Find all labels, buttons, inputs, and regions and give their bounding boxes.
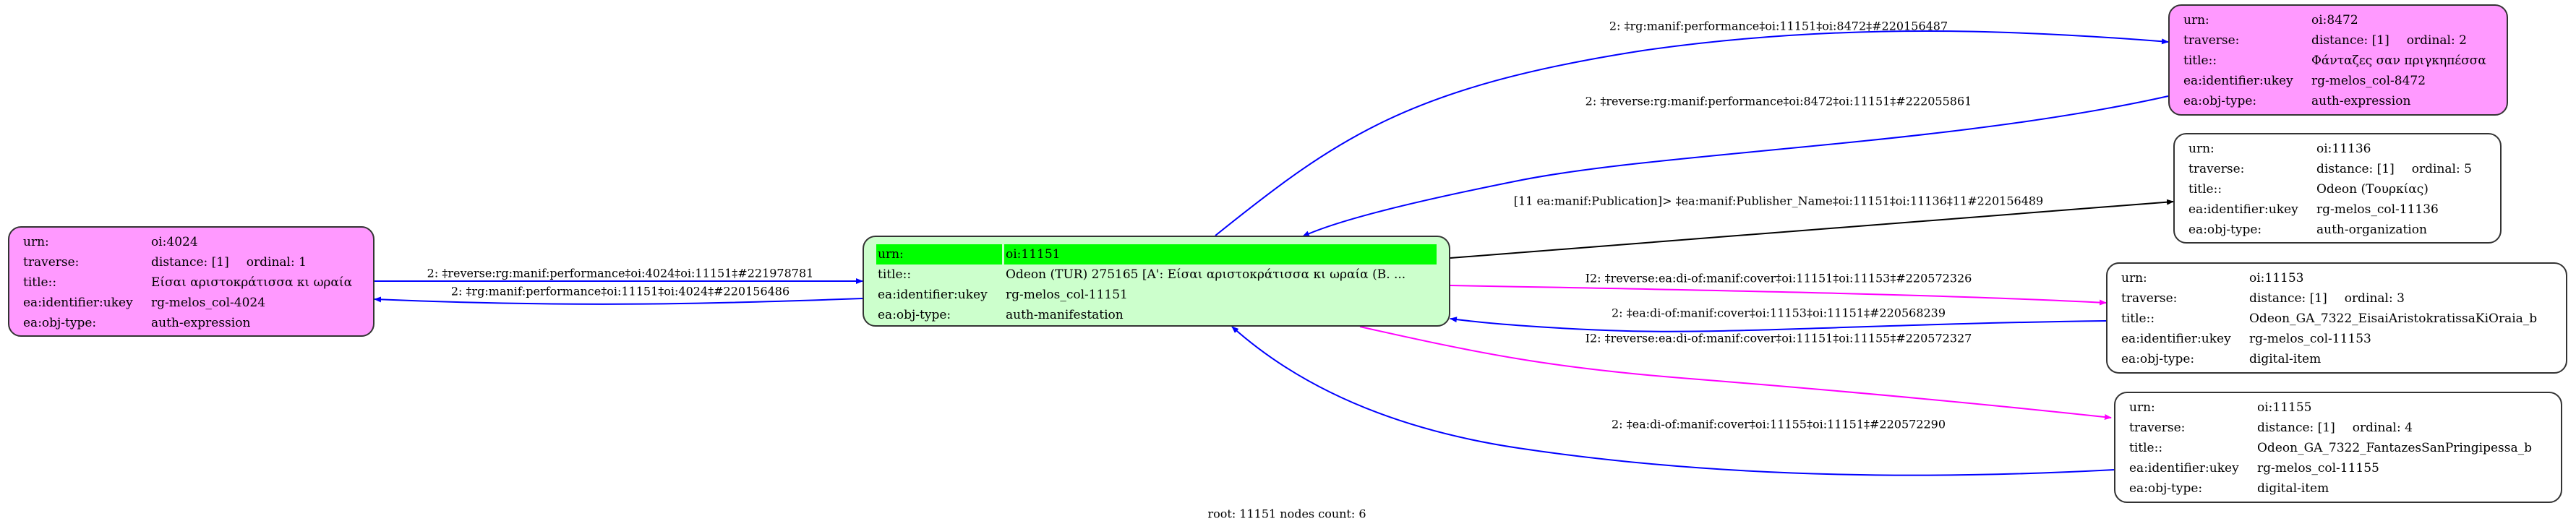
ukey-value: rg-melos_col-11153 — [2249, 332, 2371, 346]
objtype-label: ea:obj-type: — [2129, 481, 2203, 496]
title-label: title:: — [2121, 311, 2155, 326]
ukey-value: rg-melos_col-11155 — [2257, 461, 2379, 476]
urn-value: oi:11151 — [1004, 244, 1437, 264]
edge-label-4024-11151: 2: ‡reverse:rg:manif:performance‡oi:4024… — [427, 266, 814, 280]
title-label: title:: — [2188, 182, 2222, 197]
edge-11151-to-8472 — [1215, 30, 2169, 236]
edge-label-11155-11151: 2: ‡ea:di-of:manif:cover‡oi:11155‡oi:111… — [1611, 417, 1946, 431]
urn-label: urn: — [23, 235, 49, 249]
distance-value: distance: [1] — [2249, 291, 2327, 306]
objtype-label: ea:obj-type: — [2183, 94, 2257, 108]
ukey-label: ea:identifier:ukey — [2183, 74, 2293, 88]
edge-11151-to-4024 — [374, 296, 863, 305]
ordinal-value: ordinal: 4 — [2352, 421, 2413, 435]
title-label: title:: — [2129, 441, 2163, 455]
urn-value: oi:11136 — [2316, 142, 2371, 156]
title-value: Odeon_GA_7322_FantazesSanPringipessa_b — [2257, 441, 2533, 455]
urn-value: oi:8472 — [2311, 13, 2358, 27]
objtype-value: auth-organization — [2316, 223, 2427, 237]
traverse-label: traverse: — [2121, 291, 2178, 306]
objtype-label: ea:obj-type: — [23, 316, 97, 330]
urn-label: urn: — [2183, 13, 2209, 27]
edge-11151-to-11155 — [1359, 326, 2112, 421]
ukey-value: rg-melos_col-8472 — [2311, 74, 2426, 88]
node-11155[interactable]: urn: oi:11155 traverse: distance: [1] ordin… — [2114, 392, 2562, 503]
ukey-label: ea:identifier:ukey — [2188, 202, 2298, 217]
title-value: Φάνταζες σαν πριγκηπέσσα — [2311, 53, 2486, 68]
title-value: Odeon_GA_7322_EisaiAristokratissaKiOraia… — [2249, 311, 2538, 326]
distance-value: distance: [1] — [2316, 162, 2395, 176]
traverse-label: traverse: — [2183, 33, 2240, 48]
objtype-value: auth-manifestation — [1006, 308, 1124, 322]
node-4024[interactable]: urn: oi:4024 traverse: distance: [1] ordina… — [8, 226, 375, 337]
edge-11151-to-11136 — [1450, 199, 2174, 259]
edge-8472-to-11151 — [1302, 95, 2169, 237]
objtype-value: digital-item — [2257, 481, 2329, 496]
edge-label-11151-11155: I2: ‡reverse:ea:di-of:manif:cover‡oi:111… — [1585, 331, 1972, 345]
node-11151-root[interactable]: urn:oi:11151 title::Odeon (TUR) 275165 [… — [863, 236, 1450, 327]
distance-value: distance: [1] — [2311, 33, 2389, 48]
edge-label-11151-11153: I2: ‡reverse:ea:di-of:manif:cover‡oi:111… — [1585, 271, 1972, 285]
ukey-value: rg-melos_col-11151 — [1006, 288, 1128, 302]
urn-value: oi:4024 — [151, 235, 198, 249]
title-value: Είσαι αριστοκράτισσα κι ωραία — [151, 275, 353, 290]
node-8472[interactable]: urn: oi:8472 traverse: distance: [1] ordina… — [2168, 4, 2508, 116]
ordinal-value: ordinal: 2 — [2406, 33, 2467, 48]
ordinal-value: ordinal: 3 — [2344, 291, 2405, 306]
node-11153[interactable]: urn: oi:11153 traverse: distance: [1] ordin… — [2106, 262, 2567, 374]
traverse-label: traverse: — [2129, 421, 2186, 435]
distance-value: distance: [1] — [151, 255, 229, 270]
objtype-value: auth-expression — [2311, 94, 2411, 108]
title-value: Odeon (Τουρκίας) — [2316, 182, 2429, 197]
objtype-label: ea:obj-type: — [2188, 223, 2262, 237]
title-label: title:: — [23, 275, 57, 290]
edge-11153-to-11151 — [1450, 317, 2107, 332]
title-label: title:: — [878, 267, 912, 282]
objtype-value: auth-expression — [151, 316, 251, 330]
graph-footer: root: 11151 nodes count: 6 — [1207, 507, 1366, 521]
urn-label: urn: — [2188, 142, 2215, 156]
ukey-label: ea:identifier:ukey — [2121, 332, 2231, 346]
ukey-label: ea:identifier:ukey — [23, 296, 133, 310]
objtype-label: ea:obj-type: — [878, 308, 951, 322]
urn-value: oi:11155 — [2257, 400, 2312, 415]
title-value: Odeon (TUR) 275165 [A': Είσαι αριστοκράτ… — [1006, 267, 1406, 282]
edge-label-11151-11136: [11 ea:manif:Publication]> ‡ea:manif:Pub… — [1513, 194, 2044, 208]
edge-label-11151-4024: 2: ‡rg:manif:performance‡oi:11151‡oi:402… — [450, 284, 790, 298]
edge-label-8472-11151: 2: ‡reverse:rg:manif:performance‡oi:8472… — [1585, 94, 1972, 108]
ukey-value: rg-melos_col-11136 — [2316, 202, 2439, 217]
urn-label: urn: — [876, 244, 1002, 264]
objtype-label: ea:obj-type: — [2121, 352, 2195, 366]
traverse-label: traverse: — [2188, 162, 2245, 176]
edge-11155-to-11151 — [1231, 326, 2115, 476]
urn-value: oi:11153 — [2249, 271, 2304, 285]
ukey-value: rg-melos_col-4024 — [151, 296, 266, 310]
distance-value: distance: [1] — [2257, 421, 2335, 435]
edge-label-11153-11151: 2: ‡ea:di-of:manif:cover‡oi:11153‡oi:111… — [1611, 306, 1946, 320]
objtype-value: digital-item — [2249, 352, 2322, 366]
traverse-label: traverse: — [23, 255, 80, 270]
edge-label-11151-8472: 2: ‡rg:manif:performance‡oi:11151‡oi:847… — [1609, 19, 1948, 33]
title-label: title:: — [2183, 53, 2217, 68]
node-11136[interactable]: urn: oi:11136 traverse: distance: [1] ordin… — [2173, 133, 2502, 244]
ordinal-value: ordinal: 1 — [246, 255, 307, 270]
edge-11151-to-11153 — [1450, 285, 2107, 306]
urn-label: urn: — [2129, 400, 2155, 415]
ordinal-value: ordinal: 5 — [2411, 162, 2472, 176]
ukey-label: ea:identifier:ukey — [2129, 461, 2239, 476]
urn-label: urn: — [2121, 271, 2147, 285]
ukey-label: ea:identifier:ukey — [878, 288, 988, 302]
